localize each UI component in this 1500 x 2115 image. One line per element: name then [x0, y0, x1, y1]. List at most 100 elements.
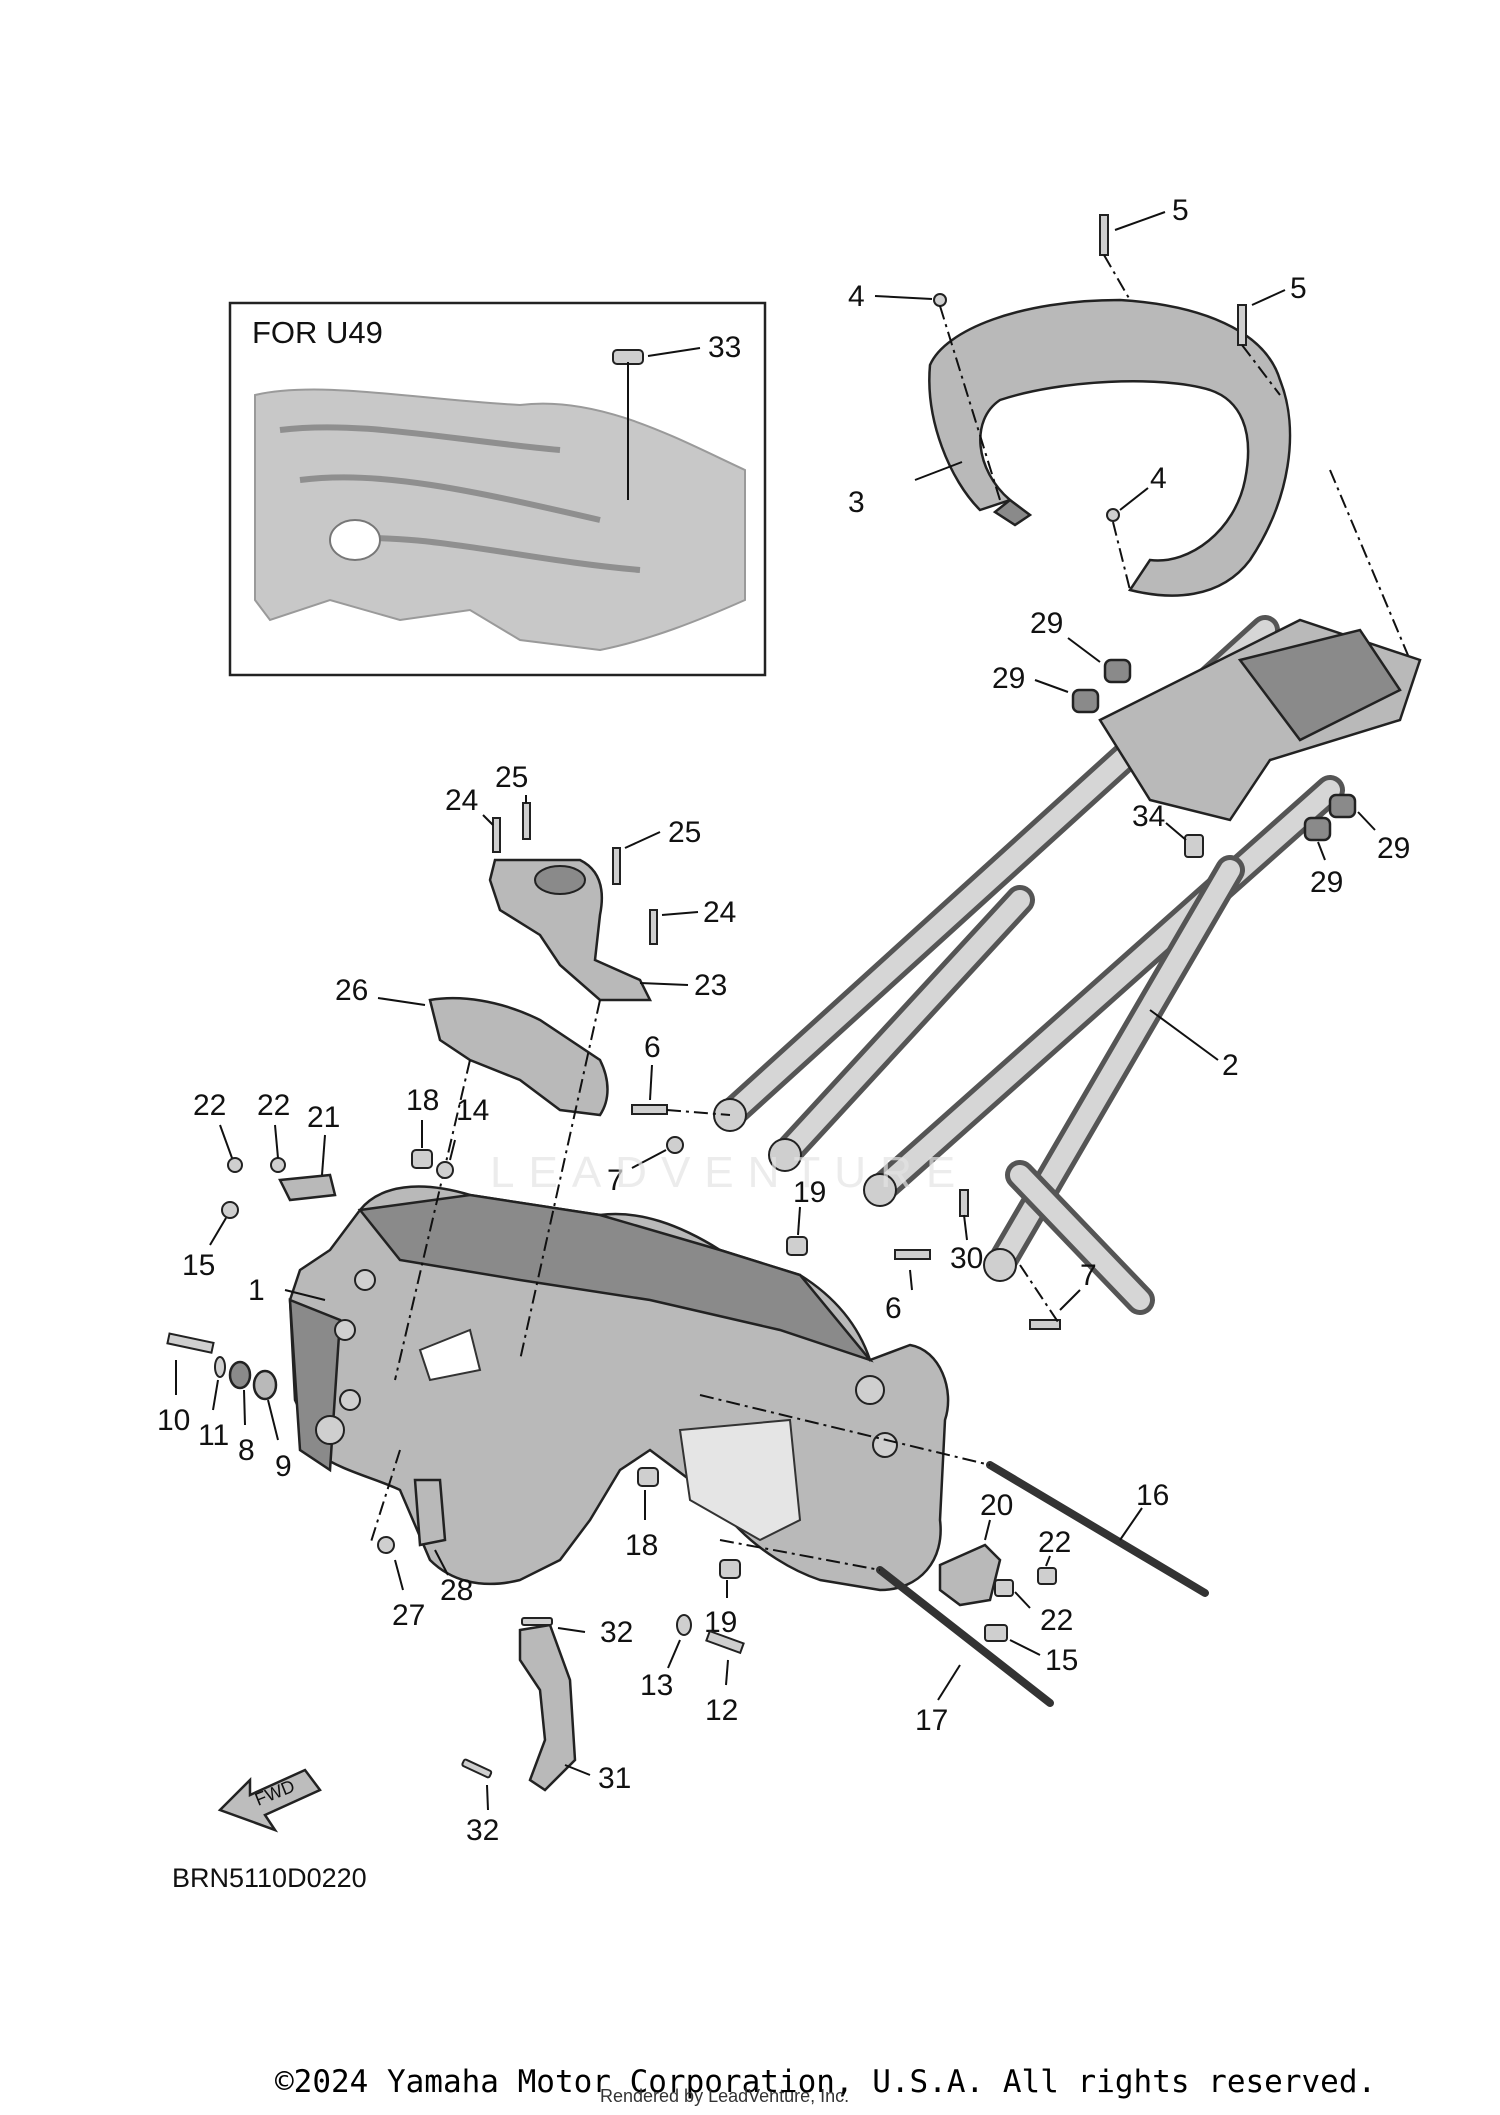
part-2-rear-frame: [713, 615, 1422, 1315]
inset-frame-illustration: [254, 388, 746, 652]
part-29-damper-b: [1071, 688, 1100, 714]
callout-34: 34: [1132, 800, 1165, 833]
callout-26: 26: [335, 974, 368, 1007]
callout-32b: 32: [466, 1814, 499, 1847]
part-23-bracket: [488, 858, 653, 1002]
part-28-clamp: [413, 1478, 447, 1547]
callout-10: 10: [157, 1404, 190, 1437]
callout-7a: 7: [607, 1164, 624, 1197]
callout-25b: 25: [668, 816, 701, 849]
part-10-bolt: [166, 1332, 215, 1354]
callout-11: 11: [198, 1419, 229, 1452]
callout-1: 1: [248, 1274, 265, 1307]
inset-u49: FOR U49 33: [228, 301, 767, 677]
callout-27: 27: [392, 1599, 425, 1632]
fwd-arrow: FWD: [217, 1768, 322, 1833]
callout-8: 8: [238, 1434, 255, 1467]
callout-32a: 32: [600, 1616, 633, 1649]
callout-29c: 29: [1377, 832, 1410, 865]
part-25-bolt-a: [522, 802, 531, 840]
part-22-bolt-a: [227, 1157, 243, 1173]
part-26-stay: [428, 996, 609, 1117]
part-18-nut-upper: [411, 1149, 433, 1169]
part-21-bracket: [278, 1173, 337, 1202]
callout-29b: 29: [992, 662, 1025, 695]
part-17-shaft: [876, 1566, 1054, 1707]
callout-3: 3: [848, 486, 865, 519]
callout-22c: 22: [1038, 1526, 1071, 1559]
copyright-notice: ©2024 Yamaha Motor Corporation, U.S.A. A…: [275, 2064, 1377, 2100]
callout-33: 33: [708, 331, 741, 364]
part-16-shaft: [986, 1461, 1209, 1597]
diagram-code: BRN5110D0220: [172, 1863, 367, 1893]
part-11-washer: [214, 1356, 226, 1378]
part-1-main-frame: [288, 1185, 950, 1592]
callout-6a: 6: [644, 1031, 661, 1064]
part-4-bolt-lower: [1106, 508, 1120, 522]
callout-12: 12: [705, 1694, 738, 1727]
part-29-damper-a: [1103, 658, 1132, 684]
part-20-bracket: [938, 1543, 1002, 1607]
part-18-nut-lower: [637, 1467, 659, 1487]
callout-20: 20: [980, 1489, 1013, 1522]
part-19-nut-lower: [719, 1559, 741, 1579]
inset-title: FOR U49: [252, 315, 383, 350]
callout-22d: 22: [1040, 1604, 1073, 1637]
part-15-bolt-right: [984, 1624, 1008, 1642]
part-32-screw-lower: [461, 1758, 493, 1779]
callout-22a: 22: [193, 1089, 226, 1122]
callout-25a: 25: [495, 761, 528, 794]
callout-31: 31: [598, 1762, 631, 1795]
part-7-bolt-upper: [666, 1136, 684, 1154]
callout-4b: 4: [1150, 462, 1167, 495]
callout-7b: 7: [1080, 1259, 1097, 1292]
callout-24a: 24: [445, 784, 478, 817]
part-5-bolt-a: [1099, 214, 1109, 256]
callout-17: 17: [915, 1704, 948, 1737]
callout-22b: 22: [257, 1089, 290, 1122]
callout-23: 23: [694, 969, 727, 1002]
part-15-bolt-left: [221, 1201, 239, 1219]
callout-14: 14: [456, 1094, 489, 1127]
callout-29a: 29: [1030, 607, 1063, 640]
callout-30: 30: [950, 1242, 983, 1275]
part-5-bolt-b: [1237, 304, 1247, 346]
part-27-bolt: [377, 1536, 395, 1554]
part-24-bolt-b: [649, 909, 658, 945]
part-14-washer: [436, 1161, 454, 1179]
callout-18a: 18: [406, 1084, 439, 1117]
callout-6b: 6: [885, 1292, 902, 1325]
part-9-spacer: [252, 1369, 278, 1401]
part-22-nut-d: [994, 1579, 1014, 1597]
callout-15b: 15: [1045, 1644, 1078, 1677]
callout-21: 21: [307, 1101, 340, 1134]
part-6-bolt-upper: [631, 1104, 668, 1115]
part-34-clip: [1184, 834, 1204, 858]
part-32-screw-upper: [521, 1617, 553, 1626]
part-19-nut-upper: [786, 1236, 808, 1256]
part-25-bolt-b: [612, 847, 621, 885]
part-12-bolt: [705, 1629, 745, 1655]
callout-24b: 24: [703, 896, 736, 929]
callout-16: 16: [1136, 1479, 1169, 1512]
watermark: LEADVENTURE: [490, 1148, 969, 1197]
part-24-bolt-a: [492, 817, 501, 853]
part-7-bolt-lower: [1029, 1319, 1061, 1330]
callout-18b: 18: [625, 1529, 658, 1562]
part-22-bolt-b: [270, 1157, 286, 1173]
callout-5a: 5: [1172, 194, 1189, 227]
part-13-washer: [676, 1614, 692, 1636]
callout-15a: 15: [182, 1249, 215, 1282]
callout-9: 9: [275, 1450, 292, 1483]
part-22-nut-c: [1037, 1567, 1057, 1585]
part-33-sticker: [612, 349, 644, 365]
part-31-bracket: [518, 1623, 577, 1792]
callout-29d: 29: [1310, 866, 1343, 899]
part-29-damper-c: [1328, 793, 1357, 819]
callout-5b: 5: [1290, 272, 1307, 305]
callout-2: 2: [1222, 1049, 1239, 1082]
callout-19a: 19: [793, 1176, 826, 1209]
callout-4a: 4: [848, 280, 865, 313]
callout-28: 28: [440, 1574, 473, 1607]
part-4-bolt-upper: [933, 293, 947, 307]
